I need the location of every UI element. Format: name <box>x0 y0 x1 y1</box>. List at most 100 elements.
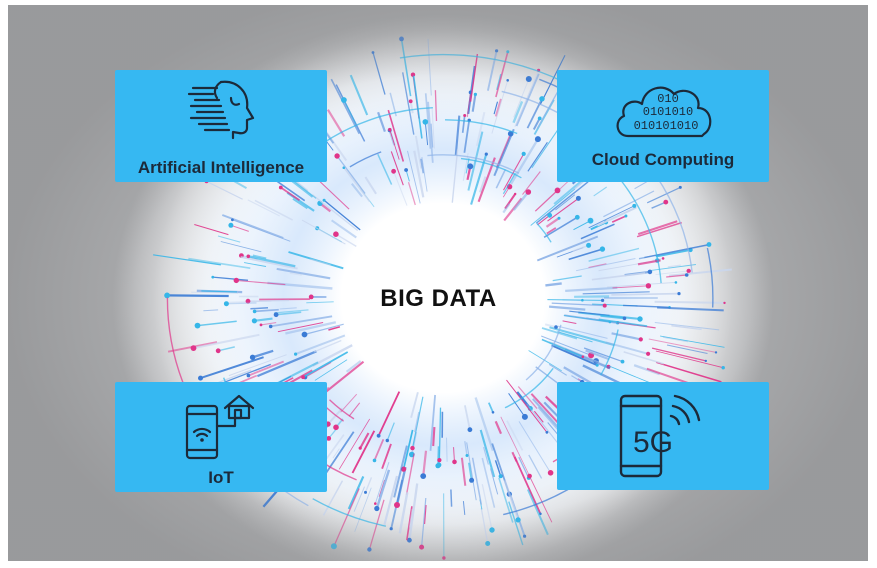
ray-dot <box>521 151 526 156</box>
ring-arc <box>427 154 520 174</box>
ray-dot <box>246 373 251 378</box>
ray <box>546 227 557 235</box>
ray <box>244 262 267 267</box>
ray <box>372 52 386 95</box>
ray <box>326 434 345 459</box>
ray <box>545 217 560 228</box>
ray <box>364 477 373 493</box>
ray-dot <box>388 127 392 132</box>
ray-dot <box>245 298 251 304</box>
ray <box>503 480 520 521</box>
ray <box>462 501 466 515</box>
ray-dot <box>484 152 488 156</box>
ray-dot <box>467 427 473 433</box>
ring-arc <box>349 151 382 168</box>
ray-dot <box>442 556 446 560</box>
ray <box>513 78 530 118</box>
ray-dot <box>574 214 580 220</box>
ray <box>468 462 473 481</box>
ray-dot <box>333 424 339 431</box>
ray <box>460 457 467 486</box>
ray <box>276 311 302 316</box>
ray <box>240 256 298 270</box>
ray-dot <box>322 198 326 202</box>
ray <box>424 93 432 149</box>
binary-row-1: 010 <box>657 92 679 106</box>
ray-dot <box>684 273 689 277</box>
ray <box>600 314 625 320</box>
ray-dot <box>374 505 380 512</box>
ray <box>655 270 689 276</box>
ray <box>637 259 661 266</box>
ray-dot <box>246 254 251 259</box>
ray-dot <box>358 446 362 450</box>
ray <box>655 248 691 258</box>
ray <box>429 394 436 451</box>
ray <box>153 254 221 266</box>
ray <box>515 73 540 127</box>
ray <box>345 360 362 373</box>
ray-dot <box>647 269 653 275</box>
ray <box>547 197 579 222</box>
ray <box>487 402 494 413</box>
ray-dot <box>514 192 517 196</box>
ray <box>495 133 512 169</box>
ray <box>506 420 524 451</box>
ray <box>671 325 702 331</box>
ray-dot <box>645 283 652 289</box>
ring-arc <box>536 222 552 243</box>
ray-dot <box>602 303 607 308</box>
ray <box>656 361 722 383</box>
ray-dot <box>506 79 510 82</box>
ray <box>304 361 332 378</box>
ray <box>454 115 461 156</box>
ray <box>335 233 357 248</box>
ray <box>256 350 317 378</box>
ray <box>611 215 627 223</box>
ring-arc <box>525 324 562 381</box>
ray-dot <box>435 463 441 469</box>
ray <box>611 292 680 296</box>
ray <box>526 403 562 448</box>
ray <box>471 94 477 112</box>
ray <box>340 393 358 413</box>
ray <box>302 351 349 378</box>
ray <box>292 198 308 210</box>
ray-dot <box>410 445 415 451</box>
ray <box>328 326 341 331</box>
ray <box>555 194 576 211</box>
ray-dot <box>525 189 532 195</box>
ray <box>502 203 511 214</box>
ray <box>510 138 539 185</box>
ray <box>466 442 477 501</box>
ray <box>295 334 346 356</box>
ray-dot <box>678 185 682 189</box>
ray-dot <box>419 544 425 550</box>
ray-dot <box>554 325 558 329</box>
ray <box>274 361 319 386</box>
ray <box>498 477 514 523</box>
ray <box>217 235 241 243</box>
ray-dot <box>489 527 495 533</box>
ring-arc <box>312 498 387 527</box>
ray <box>393 171 408 206</box>
ray <box>451 149 459 203</box>
ray <box>573 220 591 231</box>
ray <box>508 393 526 418</box>
ray <box>332 448 340 459</box>
cloud-binary-icon: 010 0101010 010101010 <box>616 86 712 138</box>
ray <box>654 322 720 331</box>
ray-dot <box>211 275 215 279</box>
ray <box>530 188 576 226</box>
ray <box>583 347 623 363</box>
ray <box>393 445 408 498</box>
ray <box>638 244 708 260</box>
ray <box>636 221 682 238</box>
ray <box>655 350 724 369</box>
ray-dot <box>706 242 712 247</box>
ray <box>529 477 553 523</box>
ray <box>254 308 279 313</box>
ray <box>322 480 344 516</box>
ray <box>547 299 603 301</box>
ray <box>247 199 280 217</box>
